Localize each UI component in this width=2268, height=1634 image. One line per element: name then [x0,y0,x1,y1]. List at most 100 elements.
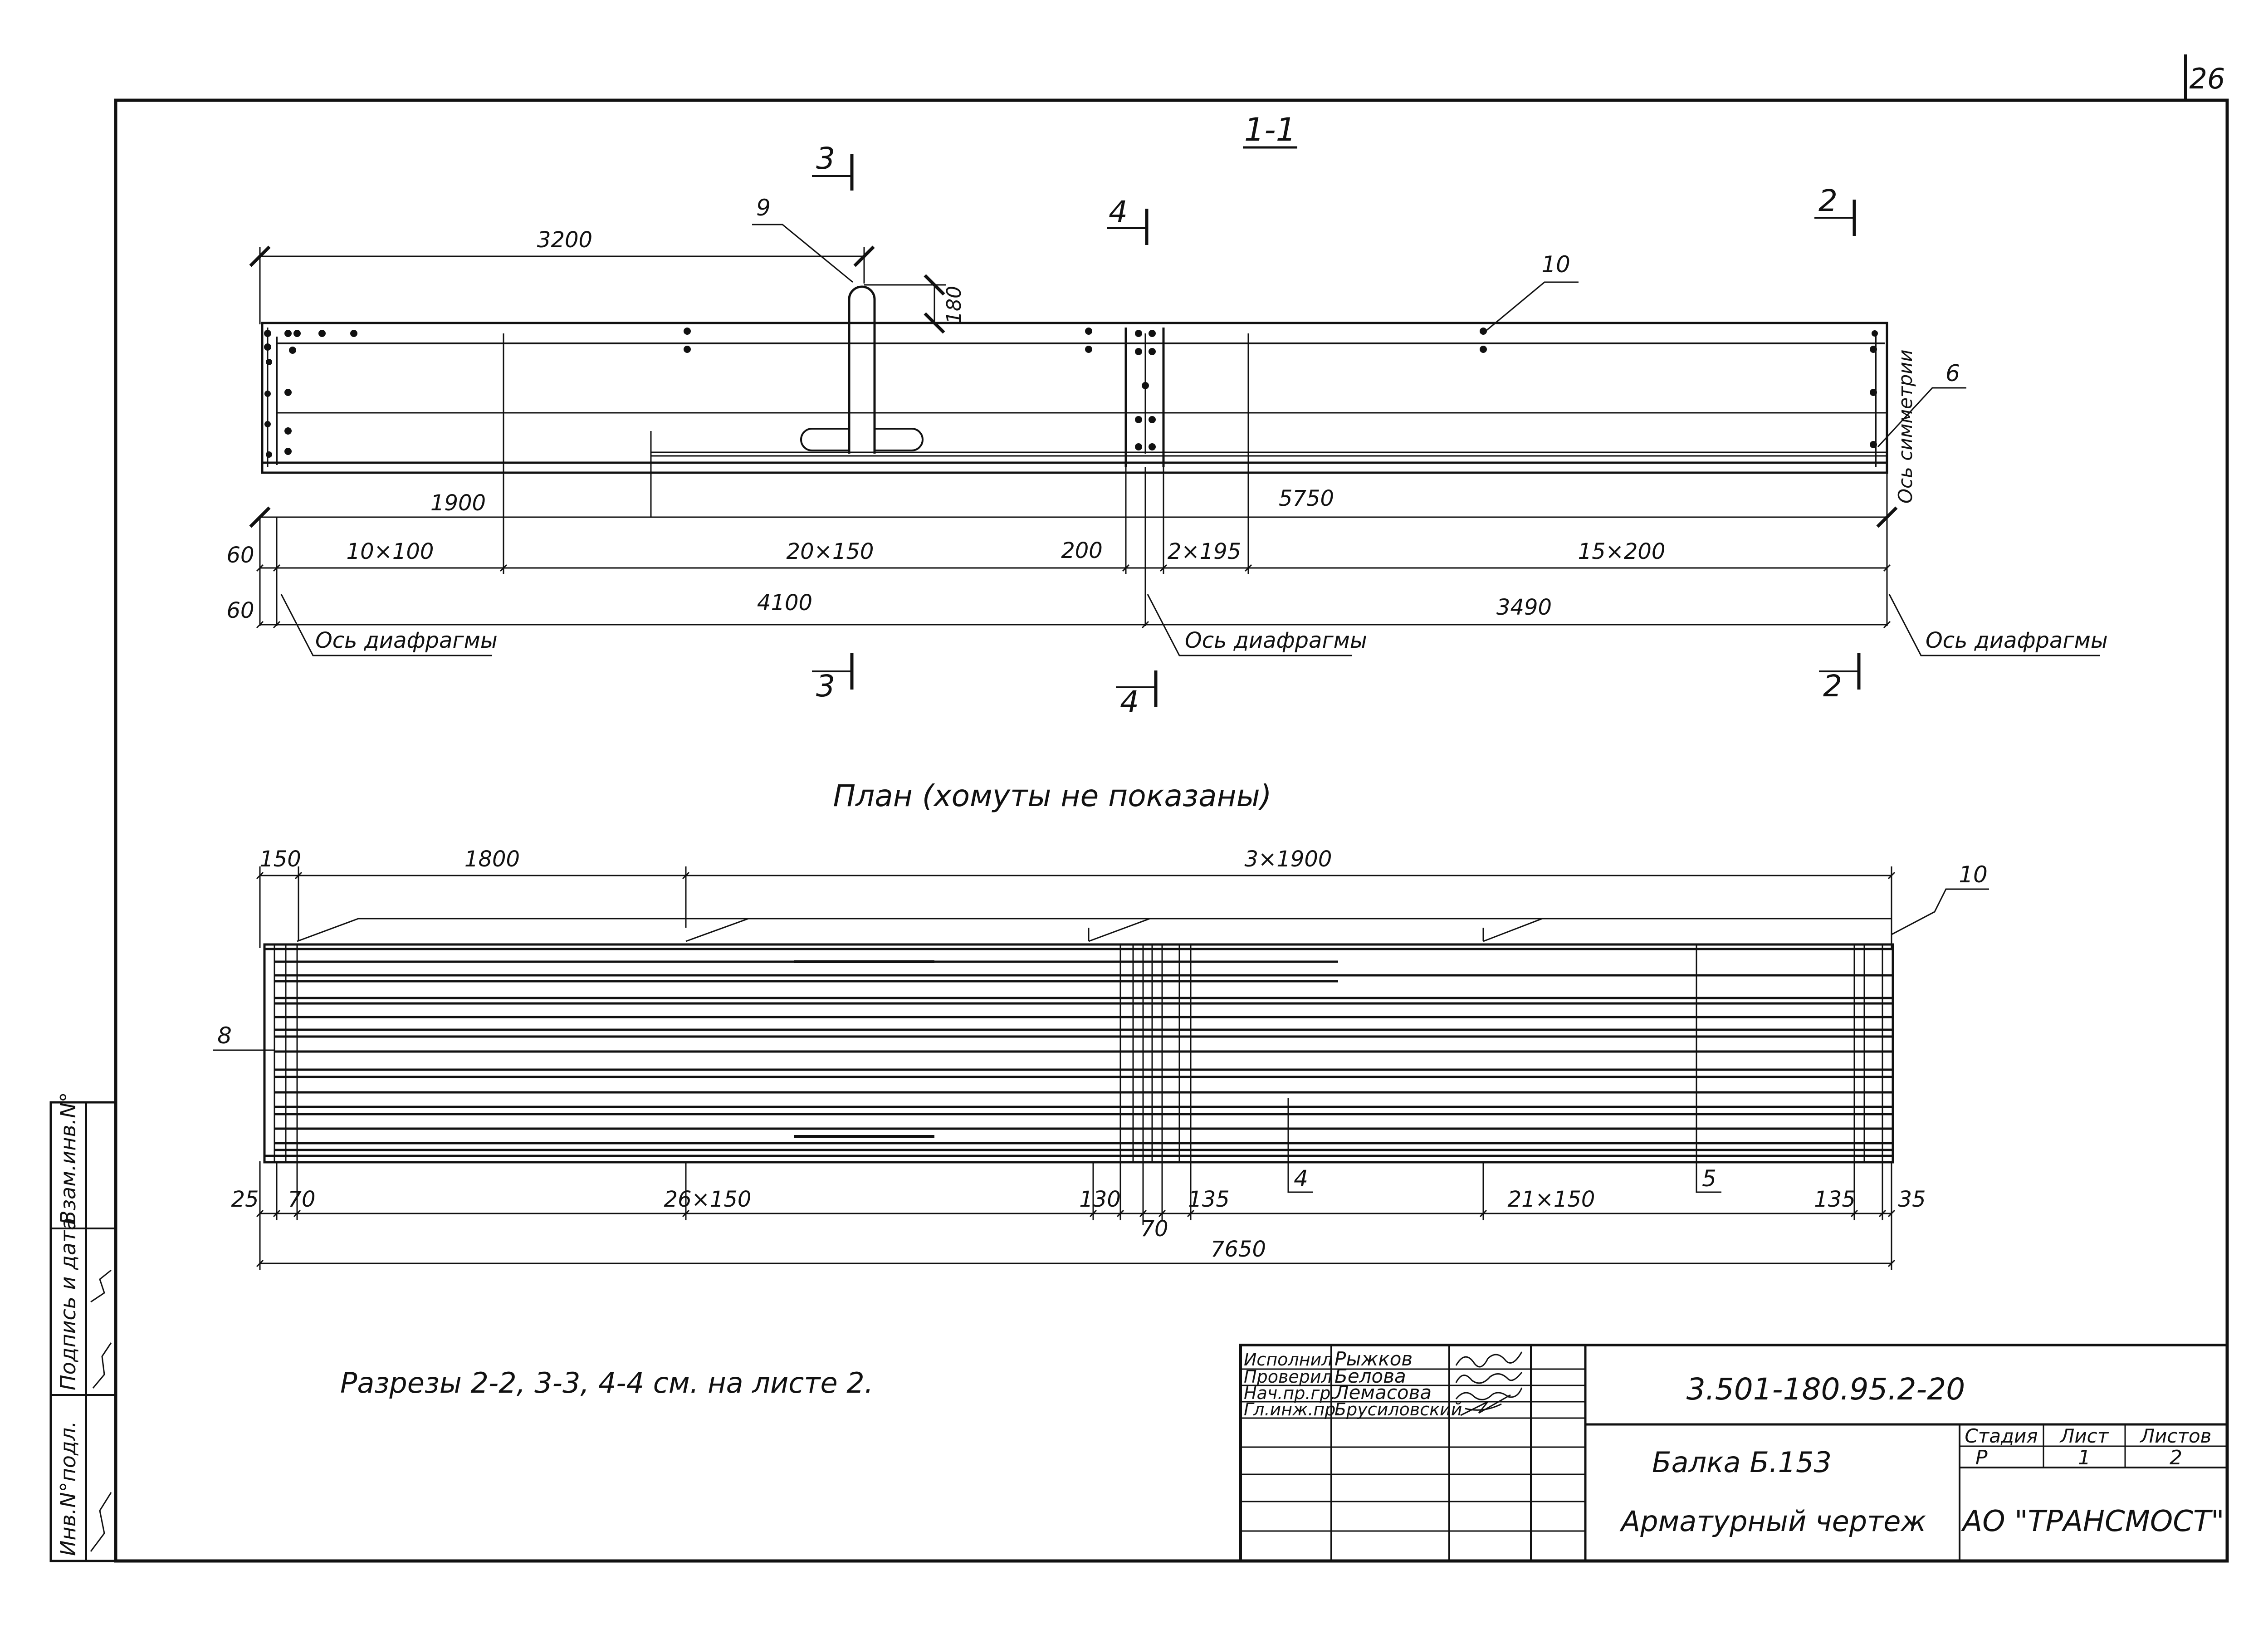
svg-text:180: 180 [943,286,966,324]
signatures [1455,1351,1523,1416]
side-stamp: Инв.N°подл. Подпись и дата Взам.инв.N° [49,1092,117,1562]
svg-text:4100: 4100 [757,590,812,616]
svg-text:10×100: 10×100 [347,539,434,564]
callout-9: 9 [752,195,853,283]
svg-text:5750: 5750 [1279,486,1334,511]
svg-text:4: 4 [1120,685,1139,719]
sheet-number: 26 [2190,62,2225,95]
stamp-handwriting [90,1269,112,1552]
plan-beam-body [263,943,1894,1164]
svg-text:25: 25 [231,1187,259,1212]
svg-text:2: 2 [1818,183,1838,218]
title-block: Исполнил Проверил Нач.пр.гр. Гл.инж.пр. … [1239,1344,2229,1562]
svg-text:70: 70 [288,1187,315,1212]
svg-text:200: 200 [1061,538,1103,563]
plan-dims-top: 150 1800 3×1900 [256,846,1896,948]
name-3: Лемасова [1334,1381,1432,1404]
svg-text:26×150: 26×150 [664,1187,752,1212]
svg-text:Ось диафрагмы: Ось диафрагмы [1926,628,2108,653]
svg-text:9: 9 [756,195,771,221]
svg-text:3490: 3490 [1496,595,1552,620]
sheet-value: 1 [2078,1446,2091,1469]
diaphragm-axis-3: Ось диафрагмы [1888,594,2108,656]
stage-header: Стадия [1965,1425,2038,1447]
sections-note: Разрезы 2-2, 3-3, 4-4 см. на листе 2. [340,1366,873,1399]
svg-text:6: 6 [1945,360,1960,386]
plan-bent-bars [297,918,1892,942]
svg-text:135: 135 [1188,1187,1230,1212]
name-2: Белова [1334,1365,1406,1387]
callout-6: 6 [1877,360,1966,448]
role-3: Нач.пр.гр. [1244,1383,1336,1403]
callout-5: 5 [1702,1165,1716,1192]
svg-text:60: 60 [226,543,254,568]
callout-10-plan: 10 [1891,861,1989,935]
sheet-header: Лист [2059,1425,2109,1447]
svg-text:135: 135 [1814,1187,1856,1212]
organization: АО "ТРАНСМОСТ" [1960,1505,2224,1538]
cut-marker-2-top: 2 [1814,183,1856,236]
svg-text:130: 130 [1079,1187,1121,1212]
stamp-inv-podl: Инв.N°подл. [56,1421,80,1556]
diaphragm-axis-2: Ось диафрагмы [1147,594,1367,656]
svg-text:150: 150 [259,846,301,872]
svg-text:Ось диафрагмы: Ось диафрагмы [315,628,498,653]
svg-text:1800: 1800 [464,846,520,872]
cut-marker-2-bottom: 2 [1819,653,1861,704]
stage-value: Р [1975,1446,1988,1469]
rebar-dots [264,328,1878,458]
name-1: Рыжков [1334,1348,1413,1370]
sheets-value: 2 [2170,1446,2182,1469]
stamp-vzam-inv: Взам.инв.N° [56,1092,80,1225]
svg-text:20×150: 20×150 [787,539,874,564]
drawing-type: Арматурный чертеж [1619,1505,1926,1538]
dim-row-3: 60 4100 3490 [226,467,1891,629]
svg-text:8: 8 [217,1022,232,1049]
diaphragm-axis-1: Ось диафрагмы [280,594,498,656]
sheet-frame: 26 [114,54,2229,1563]
svg-text:3200: 3200 [537,227,592,253]
cut-marker-4-top: 4 [1107,195,1149,245]
dim-row-2: 60 10×100 20×150 200 2×195 15×200 [226,454,1891,626]
svg-text:2: 2 [1823,669,1842,704]
dim-3200: 3200 [249,227,875,324]
svg-text:4: 4 [1109,195,1128,230]
svg-text:15×200: 15×200 [1578,539,1666,564]
callout-10-section: 10 [1485,251,1579,332]
svg-text:21×150: 21×150 [1508,1187,1595,1212]
section-1-1: 1-1 3 4 2 3200 9 [226,111,2107,719]
svg-text:10: 10 [1959,861,1988,888]
sheets-header: Листов [2140,1425,2212,1447]
cut-marker-3-top: 3 [812,141,854,191]
cut-marker-4-bottom: 4 [1116,670,1158,719]
plan-dims-bottom: 4 5 25 70 26×150 130 70 135 21×150 135 3… [231,1098,1926,1270]
section-1-1-title: 1-1 [1244,111,1296,148]
role-4: Гл.инж.пр. [1244,1399,1341,1419]
svg-text:3: 3 [816,669,835,704]
cut-marker-3-bottom: 3 [812,653,854,704]
callout-4: 4 [1294,1165,1308,1192]
plan-view: План (хомуты не показаны) 150 1800 3×190… [213,778,1989,1270]
svg-text:35: 35 [1898,1187,1926,1212]
svg-text:7650: 7650 [1211,1237,1266,1262]
svg-text:1900: 1900 [430,490,486,516]
symmetry-axis-label: Ось симметрии [1894,349,1916,504]
dim-180: 180 [864,274,966,334]
svg-text:Ось диафрагмы: Ось диафрагмы [1185,628,1367,653]
doc-code: 3.501-180.95.2-20 [1686,1372,1965,1407]
svg-text:70: 70 [1140,1216,1168,1242]
role-2: Проверил [1244,1367,1332,1387]
beam-elevation [261,285,1888,474]
callout-8: 8 [213,1022,274,1051]
svg-text:2×195: 2×195 [1168,539,1241,564]
dim-row-1: 1900 5750 [249,467,1898,528]
plan-title: План (хомуты не показаны) [833,778,1271,813]
svg-text:3: 3 [816,141,835,176]
svg-text:3×1900: 3×1900 [1245,846,1332,872]
object-name: Балка Б.153 [1652,1446,1832,1479]
svg-text:10: 10 [1541,251,1570,278]
stamp-signature-date: Подпись и дата [56,1218,80,1390]
svg-text:60: 60 [226,598,254,623]
name-4: Брусиловский [1334,1399,1462,1419]
